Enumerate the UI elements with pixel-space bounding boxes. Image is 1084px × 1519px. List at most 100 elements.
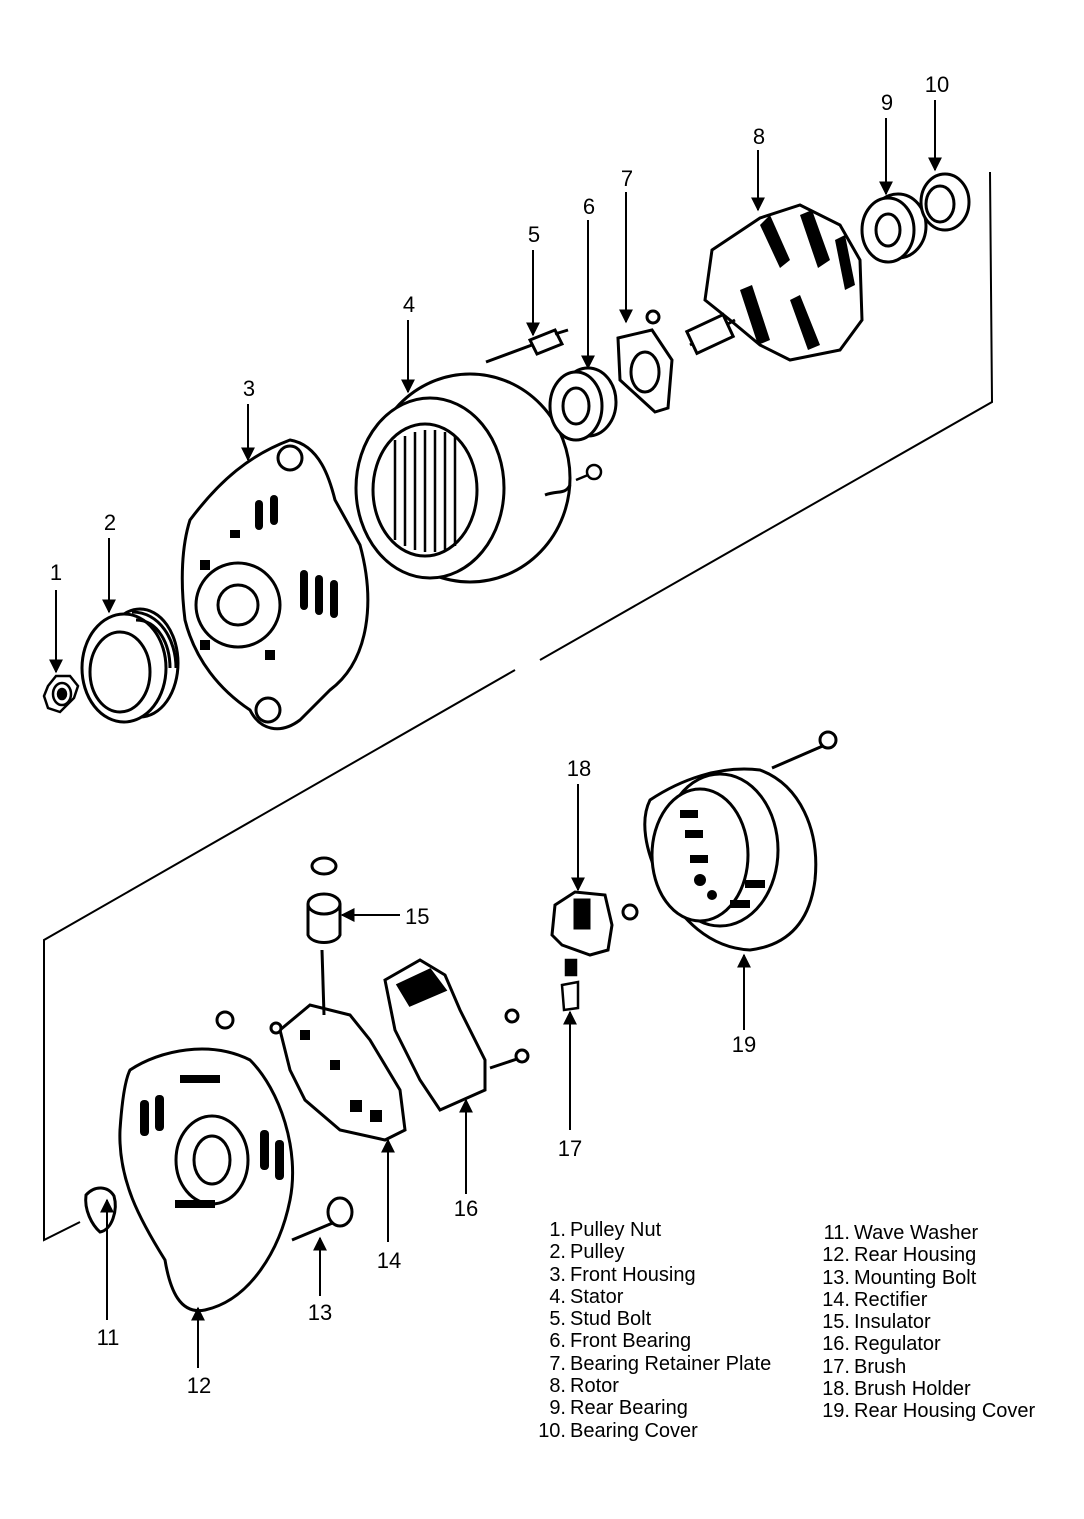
rectifier-part — [269, 949, 407, 1142]
pulley-nut-part — [42, 674, 80, 714]
callout-1: 1 — [50, 560, 62, 585]
legend-item: 3.Front Housing — [534, 1264, 771, 1286]
legend-item: 6.Front Bearing — [534, 1330, 771, 1352]
callout-9: 9 — [881, 90, 893, 115]
legend-item: 5.Stud Bolt — [534, 1308, 771, 1330]
bearing-retainer-plate-part — [616, 309, 674, 414]
callout-10: 10 — [925, 72, 949, 97]
legend-item: 18.Brush Holder — [818, 1378, 1035, 1400]
stud-bolt-part — [485, 328, 569, 364]
legend-label: Bearing Retainer Plate — [570, 1352, 772, 1375]
legend-label: Pulley — [570, 1241, 625, 1264]
legend-label: Insulator — [854, 1311, 931, 1334]
parts-legend-left: 1.Pulley Nut 2.Pulley 3.Front Housing 4.… — [534, 1219, 771, 1442]
legend-label: Rectifier — [854, 1288, 928, 1311]
parts-legend-right: 11.Wave Washer 12.Rear Housing 13.Mounti… — [818, 1222, 1035, 1423]
legend-label: Regulator — [854, 1333, 941, 1356]
callout-11: 11 — [97, 1325, 120, 1350]
callout-17: 17 — [558, 1136, 582, 1161]
stator-part — [354, 372, 572, 584]
brush-part — [560, 958, 580, 1012]
callout-12: 12 — [187, 1373, 211, 1398]
frame-lines — [43, 171, 994, 1242]
insulator-part — [306, 856, 342, 944]
rear-bearing-part — [860, 192, 928, 264]
legend-label: Rear Housing — [854, 1244, 977, 1267]
legend-item: 10.Bearing Cover — [534, 1420, 771, 1442]
callout-labels: 1 2 3 4 5 6 7 8 9 10 11 12 13 14 15 16 1… — [50, 72, 949, 1398]
pulley-part — [80, 607, 180, 724]
legend-item: 11.Wave Washer — [818, 1222, 1035, 1244]
legend-item: 9.Rear Bearing — [534, 1397, 771, 1419]
legend-number: 6. — [549, 1330, 566, 1353]
legend-label: Bearing Cover — [570, 1419, 698, 1442]
legend-number: 4. — [549, 1285, 566, 1308]
legend-number: 18. — [822, 1378, 850, 1401]
legend-label: Brush Holder — [854, 1378, 971, 1401]
callout-18: 18 — [567, 756, 591, 781]
legend-number: 14. — [822, 1288, 850, 1311]
callout-2: 2 — [104, 510, 116, 535]
legend-item: 7.Bearing Retainer Plate — [534, 1353, 771, 1375]
mounting-bolt-part — [291, 1196, 354, 1242]
screws — [575, 463, 603, 482]
legend-item: 19.Rear Housing Cover — [818, 1400, 1035, 1422]
regulator-part — [383, 958, 530, 1112]
legend-number: 12. — [822, 1244, 850, 1267]
legend-label: Front Bearing — [570, 1330, 692, 1353]
callout-16: 16 — [454, 1196, 478, 1221]
legend-label: Rear Bearing — [570, 1397, 688, 1420]
legend-number: 15. — [822, 1311, 850, 1334]
legend-number: 17. — [822, 1355, 850, 1378]
legend-label: Stator — [570, 1285, 624, 1308]
callout-7: 7 — [621, 166, 633, 191]
legend-number: 13. — [822, 1266, 850, 1289]
legend-label: Rear Housing Cover — [854, 1400, 1036, 1423]
legend-number: 16. — [822, 1333, 850, 1356]
legend-label: Mounting Bolt — [854, 1266, 977, 1289]
callout-6: 6 — [583, 194, 595, 219]
legend-number: 3. — [549, 1263, 566, 1286]
legend-number: 11. — [823, 1222, 850, 1244]
brush-holder-part — [550, 890, 639, 957]
legend-label: Rotor — [570, 1375, 619, 1398]
rear-housing-cover-part — [643, 730, 838, 952]
callout-4: 4 — [403, 292, 415, 317]
callout-leaders — [49, 100, 942, 1368]
callout-8: 8 — [753, 124, 765, 149]
front-bearing-part — [548, 366, 618, 442]
legend-item: 13.Mounting Bolt — [818, 1267, 1035, 1289]
front-housing-part — [180, 438, 370, 731]
callout-15: 15 — [405, 904, 429, 929]
wave-washer-part — [84, 1186, 117, 1234]
legend-number: 10. — [538, 1419, 566, 1442]
legend-item: 17.Brush — [818, 1356, 1035, 1378]
legend-item: 16.Regulator — [818, 1333, 1035, 1355]
legend-label: Front Housing — [570, 1263, 696, 1286]
rotor-part — [684, 203, 864, 362]
legend-number: 2. — [549, 1241, 566, 1264]
legend-item: 12.Rear Housing — [818, 1244, 1035, 1266]
legend-label: Stud Bolt — [570, 1308, 652, 1331]
legend-number: 9. — [549, 1397, 566, 1420]
rear-housing-part — [118, 1010, 295, 1313]
legend-number: 5. — [549, 1308, 566, 1331]
callout-14: 14 — [377, 1248, 401, 1273]
legend-item: 15.Insulator — [818, 1311, 1035, 1333]
legend-number: 7. — [549, 1352, 566, 1375]
callout-13: 13 — [308, 1300, 332, 1325]
callout-19: 19 — [732, 1032, 756, 1057]
legend-label: Brush — [854, 1355, 907, 1378]
legend-item: 8.Rotor — [534, 1375, 771, 1397]
legend-item: 2.Pulley — [534, 1241, 771, 1263]
bearing-cover-part — [919, 172, 971, 232]
legend-item: 1.Pulley Nut — [534, 1219, 771, 1241]
legend-label: Wave Washer — [854, 1222, 979, 1244]
legend-number: 8. — [549, 1375, 566, 1398]
legend-item: 4.Stator — [534, 1286, 771, 1308]
callout-3: 3 — [243, 376, 255, 401]
callout-5: 5 — [528, 222, 540, 247]
legend-number: 1. — [549, 1219, 566, 1241]
